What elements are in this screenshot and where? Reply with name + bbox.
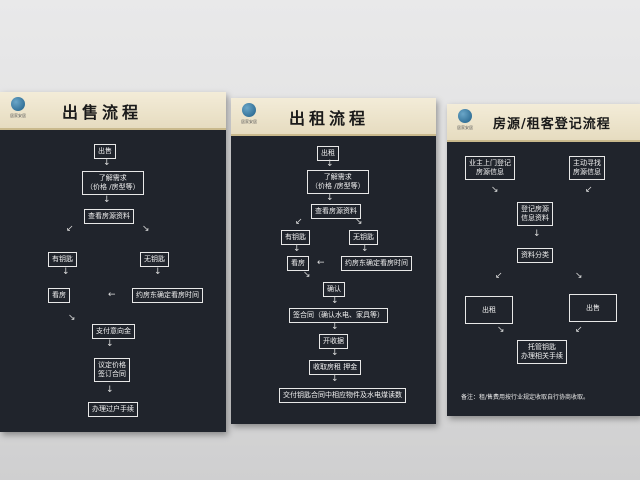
- down-left-arrow-icon: ↙: [575, 326, 583, 335]
- rent-node-contract: 签合同（确认水电、家具等）: [289, 308, 388, 323]
- sale-node-transfer: 办理过户手续: [88, 402, 138, 417]
- sale-node-needs: 了解需求（价格 /房型等）: [82, 171, 144, 195]
- registration-note: 备注：租/售费用按行业规定收取自行协商收取。: [461, 392, 589, 401]
- sale-process-board: 居家安居 出售流程 出售 ↓ 了解需求（价格 /房型等） ↓ 查看房源资料 ↙ …: [0, 92, 226, 432]
- down-right-arrow-icon: ↘: [497, 326, 505, 335]
- logo-mark-icon: [242, 103, 256, 117]
- down-arrow-icon: ↓: [326, 194, 334, 203]
- reg-node-register: 登记房源信息资料: [517, 202, 553, 226]
- down-right-arrow-icon: ↘: [491, 186, 499, 195]
- sale-node-no-key: 无钥匙: [140, 252, 169, 267]
- registration-board-header: 居家安居 房源/租客登记流程: [447, 104, 640, 142]
- down-arrow-icon: ↓: [331, 349, 339, 358]
- rent-node-check: 查看房源资料: [311, 204, 361, 219]
- reg-node-classify: 资料分类: [517, 248, 553, 263]
- down-right-arrow-icon: ↘: [575, 272, 583, 281]
- reg-node-sale: 出售: [569, 294, 617, 322]
- down-arrow-icon: ↓: [103, 159, 111, 168]
- registration-board-title: 房源/租客登记流程: [493, 113, 611, 132]
- down-left-arrow-icon: ↙: [495, 272, 503, 281]
- down-arrow-icon: ↓: [103, 196, 111, 205]
- sale-node-price: 议定价格签订合同: [94, 358, 130, 382]
- sale-board-header: 居家安居 出售流程: [0, 92, 226, 130]
- rent-node-confirm: 确认: [323, 282, 345, 297]
- reg-node-seek: 主动寻找房源信息: [569, 156, 605, 180]
- sale-node-check: 查看房源资料: [84, 209, 134, 224]
- down-arrow-icon: ↓: [326, 160, 334, 169]
- rent-node-receipt: 开收据: [319, 334, 348, 349]
- logo-text: 居家安居: [239, 119, 259, 125]
- sale-node-has-key: 有钥匙: [48, 252, 77, 267]
- logo-text: 居家安居: [8, 113, 28, 119]
- down-arrow-icon: ↓: [331, 375, 339, 384]
- down-right-arrow-icon: ↘: [303, 271, 311, 280]
- down-arrow-icon: ↓: [293, 245, 301, 254]
- reg-node-key: 托管钥匙办理相关手续: [517, 340, 567, 364]
- company-logo: 居家安居: [8, 97, 28, 123]
- logo-mark-icon: [458, 109, 472, 123]
- down-arrow-icon: ↓: [62, 268, 70, 277]
- registration-process-board: 居家安居 房源/租客登记流程 业主上门登记房源信息 主动寻找房源信息 ↘ ↙ 登…: [447, 104, 640, 416]
- left-arrow-icon: ←: [317, 259, 325, 268]
- down-left-arrow-icon: ↙: [295, 218, 303, 227]
- rent-node-no-key: 无钥匙: [349, 230, 378, 245]
- sale-node-start: 出售: [94, 144, 116, 159]
- rent-node-has-key: 有钥匙: [281, 230, 310, 245]
- left-arrow-icon: ←: [108, 291, 116, 300]
- down-arrow-icon: ↓: [331, 297, 339, 306]
- logo-text: 居家安居: [455, 125, 475, 131]
- rent-node-appoint: 约房东确定看房时间: [341, 256, 412, 271]
- rent-node-handover: 交付钥匙合同中相应物件及水电煤读数: [279, 388, 406, 403]
- down-left-arrow-icon: ↙: [66, 225, 74, 234]
- rent-node-needs: 了解需求（价格 /房型等）: [307, 170, 369, 194]
- sale-node-deposit: 支付意向金: [92, 324, 135, 339]
- down-right-arrow-icon: ↘: [355, 218, 363, 227]
- rent-node-view: 看房: [287, 256, 309, 271]
- down-right-arrow-icon: ↘: [68, 314, 76, 323]
- sale-node-view: 看房: [48, 288, 70, 303]
- sale-node-appoint: 约房东确定看房时间: [132, 288, 203, 303]
- rent-board-title: 出租流程: [289, 105, 369, 129]
- down-arrow-icon: ↓: [361, 245, 369, 254]
- rent-board-header: 居家安居 出租流程: [231, 98, 436, 136]
- company-logo: 居家安居: [239, 103, 259, 129]
- reg-node-owner: 业主上门登记房源信息: [465, 156, 515, 180]
- down-arrow-icon: ↓: [533, 230, 541, 239]
- down-arrow-icon: ↓: [154, 268, 162, 277]
- down-arrow-icon: ↓: [106, 386, 114, 395]
- rent-node-collect: 收取房租 押金: [309, 360, 361, 375]
- down-arrow-icon: ↓: [106, 340, 114, 349]
- rent-process-board: 居家安居 出租流程 出租 ↓ 了解需求（价格 /房型等） ↓ 查看房源资料 ↙ …: [231, 98, 436, 424]
- company-logo: 居家安居: [455, 109, 475, 135]
- down-left-arrow-icon: ↙: [585, 186, 593, 195]
- sale-board-title: 出售流程: [62, 99, 142, 123]
- logo-mark-icon: [11, 97, 25, 111]
- down-right-arrow-icon: ↘: [142, 225, 150, 234]
- down-arrow-icon: ↓: [331, 323, 339, 332]
- reg-node-rent: 出租: [465, 296, 513, 324]
